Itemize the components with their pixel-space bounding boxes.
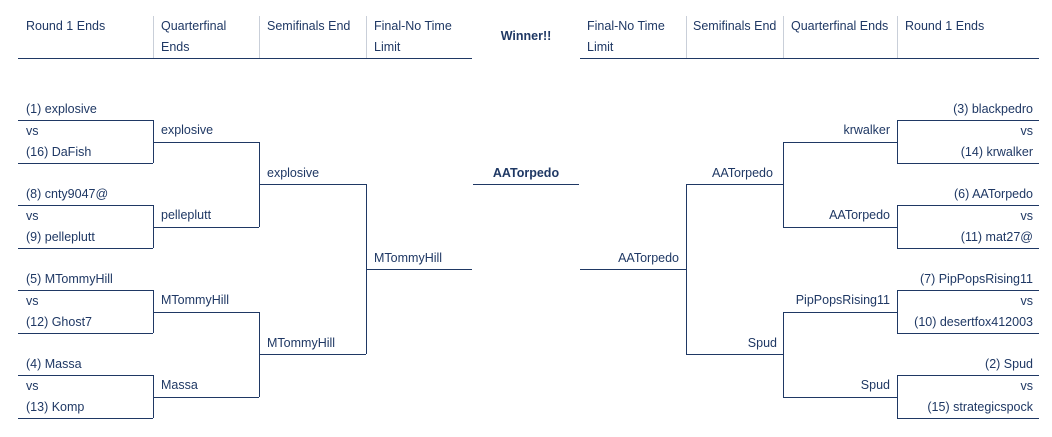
header-final-right: Final-No Time Limit xyxy=(587,19,665,54)
left-r1-m2-top: (8) cnty9047@ xyxy=(26,187,109,201)
bracket-line xyxy=(580,269,686,270)
bracket-line xyxy=(686,184,783,185)
bracket-line xyxy=(897,290,1039,291)
left-r1-m4-vs: vs xyxy=(26,379,39,393)
header-divider xyxy=(259,16,260,58)
right-sf-2: Spud xyxy=(747,336,777,350)
bracket-line xyxy=(153,120,154,163)
bracket-line xyxy=(366,269,472,270)
left-r1-m4-bottom: (13) Komp xyxy=(26,400,85,414)
header-quarterfinal-right: Quarterfinal Ends xyxy=(791,19,889,33)
header-round1-right: Round 1 Ends xyxy=(905,19,985,33)
left-r1-m3-vs: vs xyxy=(26,294,39,308)
winner-name: AATorpedo xyxy=(492,166,560,180)
right-r1-m3-bottom: (10) desertfox412003 xyxy=(914,315,1033,329)
bracket-line xyxy=(18,163,153,164)
right-r1-m3-top: (7) PipPopsRising11 xyxy=(919,272,1033,286)
bracket-line xyxy=(897,375,1039,376)
right-r1-m1-vs: vs xyxy=(1020,124,1034,138)
header-underline-right xyxy=(580,58,1039,59)
bracket-line xyxy=(259,354,366,355)
bracket-line xyxy=(897,418,1039,419)
right-r1-m4-bottom: (15) strategicspock xyxy=(927,400,1033,414)
right-r1-m2-top: (6) AATorpedo xyxy=(954,187,1033,201)
left-qf-1: explosive xyxy=(161,123,214,137)
left-qf-2: pelleplutt xyxy=(161,208,212,222)
right-r1-m2-bottom: (11) mat27@ xyxy=(960,230,1033,244)
bracket-line xyxy=(686,184,687,354)
right-r1-m4-top: (2) Spud xyxy=(985,357,1033,371)
bracket-line xyxy=(153,227,259,228)
left-r1-m1-vs: vs xyxy=(26,124,39,138)
header-divider xyxy=(897,16,898,58)
bracket-line xyxy=(897,375,898,418)
left-r1-m2-vs: vs xyxy=(26,209,39,223)
right-r1-m1-top: (3) blackpedro xyxy=(953,102,1033,116)
header-winner: Winner!! xyxy=(500,29,552,43)
bracket-line xyxy=(897,248,1039,249)
right-final: AATorpedo xyxy=(618,251,679,265)
left-final: MTommyHill xyxy=(374,251,443,265)
left-sf-2: MTommyHill xyxy=(267,336,336,350)
bracket-line xyxy=(783,142,897,143)
header-quarterfinal-left: Quarterfinal Ends xyxy=(161,19,227,54)
bracket-line xyxy=(897,333,1039,334)
bracket-line xyxy=(897,163,1039,164)
winner-line xyxy=(473,184,579,185)
bracket-line xyxy=(153,397,259,398)
left-r1-m2-bottom: (9) pelleplutt xyxy=(26,230,95,244)
left-r1-m3-bottom: (12) Ghost7 xyxy=(26,315,93,329)
bracket-line xyxy=(783,142,784,227)
right-sf-1: AATorpedo xyxy=(712,166,773,180)
bracket-line xyxy=(18,248,153,249)
right-qf-3: PipPopsRising11 xyxy=(795,293,890,307)
bracket-line xyxy=(897,120,898,163)
header-divider xyxy=(366,16,367,58)
left-r1-m3-top: (5) MTommyHill xyxy=(26,272,113,286)
bracket-line xyxy=(153,205,154,248)
bracket-line xyxy=(18,333,153,334)
bracket-line xyxy=(18,418,153,419)
left-sf-1: explosive xyxy=(267,166,320,180)
bracket-line xyxy=(153,290,154,333)
left-r1-m1-top: (1) explosive xyxy=(26,102,97,116)
header-divider xyxy=(686,16,687,58)
bracket-line xyxy=(153,142,259,143)
bracket-line xyxy=(686,354,783,355)
bracket-line xyxy=(18,120,153,121)
bracket-line xyxy=(897,205,898,248)
bracket-line xyxy=(897,290,898,333)
bracket-line xyxy=(897,205,1039,206)
header-final-left: Final-No Time Limit xyxy=(374,19,452,54)
right-r1-m4-vs: vs xyxy=(1020,379,1034,393)
header-divider xyxy=(783,16,784,58)
bracket-line xyxy=(783,312,897,313)
bracket-line xyxy=(18,375,153,376)
left-qf-3: MTommyHill xyxy=(161,293,230,307)
bracket-line xyxy=(783,397,897,398)
header-round1-left: Round 1 Ends xyxy=(26,19,106,33)
right-r1-m3-vs: vs xyxy=(1020,294,1034,308)
right-qf-4: Spud xyxy=(860,378,890,392)
right-r1-m2-vs: vs xyxy=(1020,209,1034,223)
bracket-line xyxy=(153,375,154,418)
right-r1-m1-bottom: (14) krwalker xyxy=(960,145,1033,159)
bracket-line xyxy=(259,184,366,185)
right-qf-2: AATorpedo xyxy=(829,208,890,222)
bracket-line xyxy=(153,312,259,313)
left-qf-4: Massa xyxy=(161,378,198,392)
left-r1-m1-bottom: (16) DaFish xyxy=(26,145,92,159)
bracket-line xyxy=(897,120,1039,121)
header-semifinal-right: Semifinals End xyxy=(693,19,777,33)
bracket-line xyxy=(18,290,153,291)
header-divider xyxy=(153,16,154,58)
header-underline-left xyxy=(18,58,472,59)
bracket-line xyxy=(18,205,153,206)
bracket-line xyxy=(783,312,784,397)
right-qf-1: krwalker xyxy=(843,123,890,137)
left-r1-m4-top: (4) Massa xyxy=(26,357,82,371)
header-semifinal-left: Semifinals End xyxy=(267,19,351,33)
bracket-line xyxy=(783,227,897,228)
